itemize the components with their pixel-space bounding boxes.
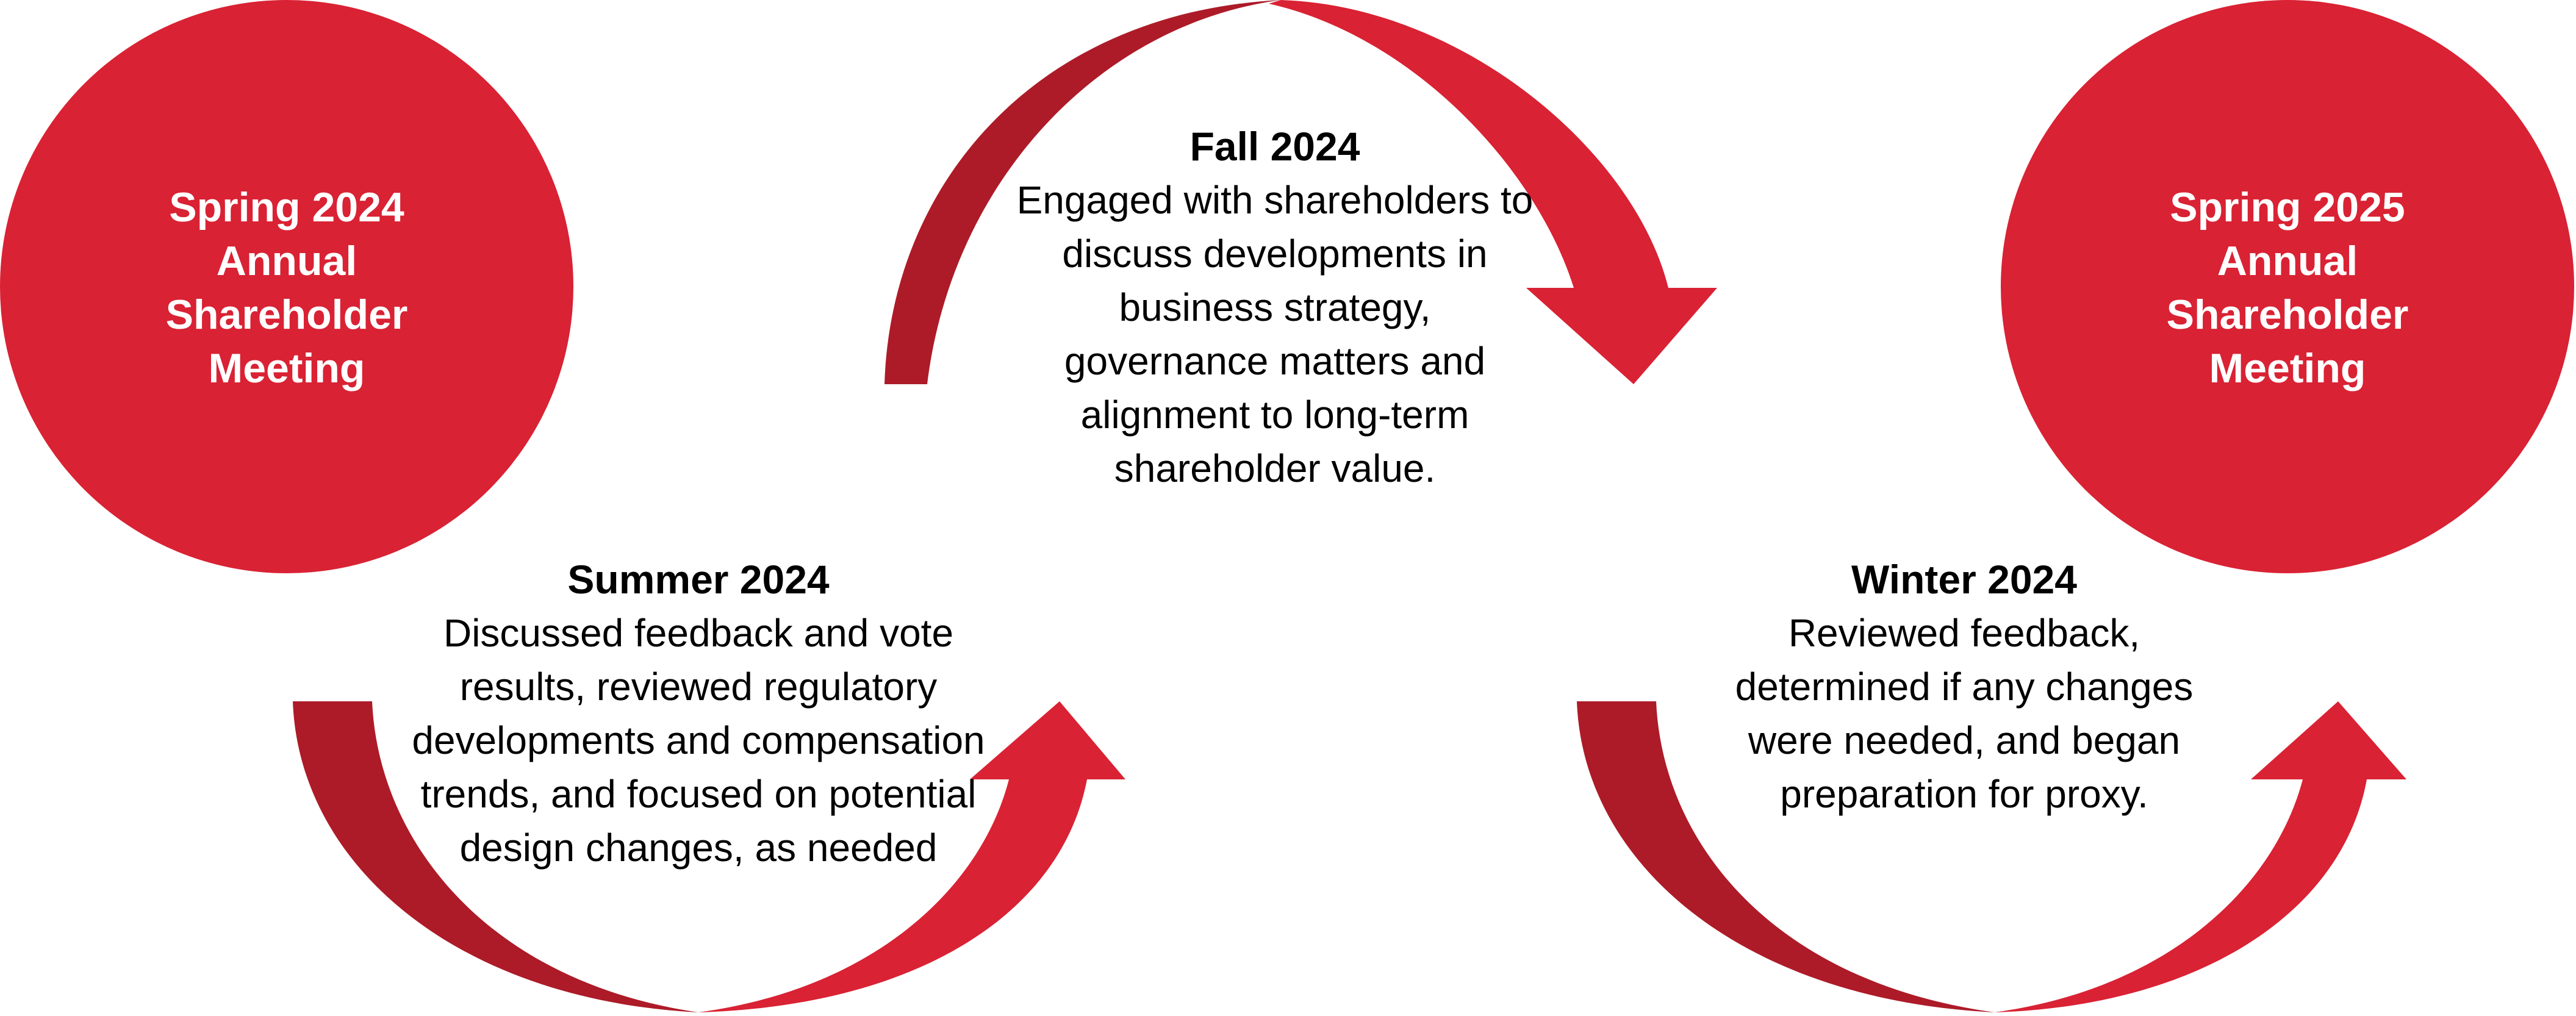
meeting-audience: Shareholder bbox=[2166, 292, 2409, 338]
summer-arc-left-half bbox=[293, 701, 698, 1012]
meeting-season: Spring 2025 bbox=[2170, 184, 2405, 231]
winter-arc-up-arrow-icon bbox=[1995, 701, 2406, 1012]
meeting-word: Meeting bbox=[2209, 345, 2366, 392]
stage-description: Engaged with shareholders to discuss dev… bbox=[1016, 178, 1534, 490]
stage-description: Discussed feedback and vote results, rev… bbox=[412, 611, 985, 870]
fall-arc-left-half bbox=[884, 0, 1281, 384]
spring-2024-meeting-circle bbox=[0, 0, 573, 573]
stage-summer-2024: Summer 2024 Discussed feedback and vote … bbox=[396, 553, 1000, 875]
meeting-type: Annual bbox=[2217, 238, 2358, 284]
stage-title: Fall 2024 bbox=[1189, 124, 1360, 169]
meeting-season: Spring 2024 bbox=[169, 184, 404, 231]
fall-arc-down-arrow-icon bbox=[1269, 0, 1717, 384]
stage-description: Reviewed feedback, determined if any cha… bbox=[1735, 611, 2194, 816]
spring-2025-meeting-label: Spring 2025 Annual Shareholder Meeting bbox=[2104, 181, 2470, 395]
winter-arc-left-half bbox=[1577, 701, 1995, 1012]
stage-title: Winter 2024 bbox=[1851, 557, 2077, 602]
meeting-type: Annual bbox=[216, 238, 357, 284]
meeting-audience: Shareholder bbox=[165, 292, 408, 338]
spring-2024-meeting-label: Spring 2024 Annual Shareholder Meeting bbox=[104, 181, 470, 395]
summer-arc-up-arrow-icon bbox=[698, 701, 1125, 1012]
meeting-word: Meeting bbox=[208, 345, 365, 392]
spring-2025-meeting-circle bbox=[2001, 0, 2574, 573]
stage-title: Summer 2024 bbox=[567, 557, 830, 602]
stage-fall-2024: Fall 2024 Engaged with shareholders to d… bbox=[1013, 120, 1537, 495]
stage-winter-2024: Winter 2024 Reviewed feedback, determine… bbox=[1696, 553, 2233, 821]
